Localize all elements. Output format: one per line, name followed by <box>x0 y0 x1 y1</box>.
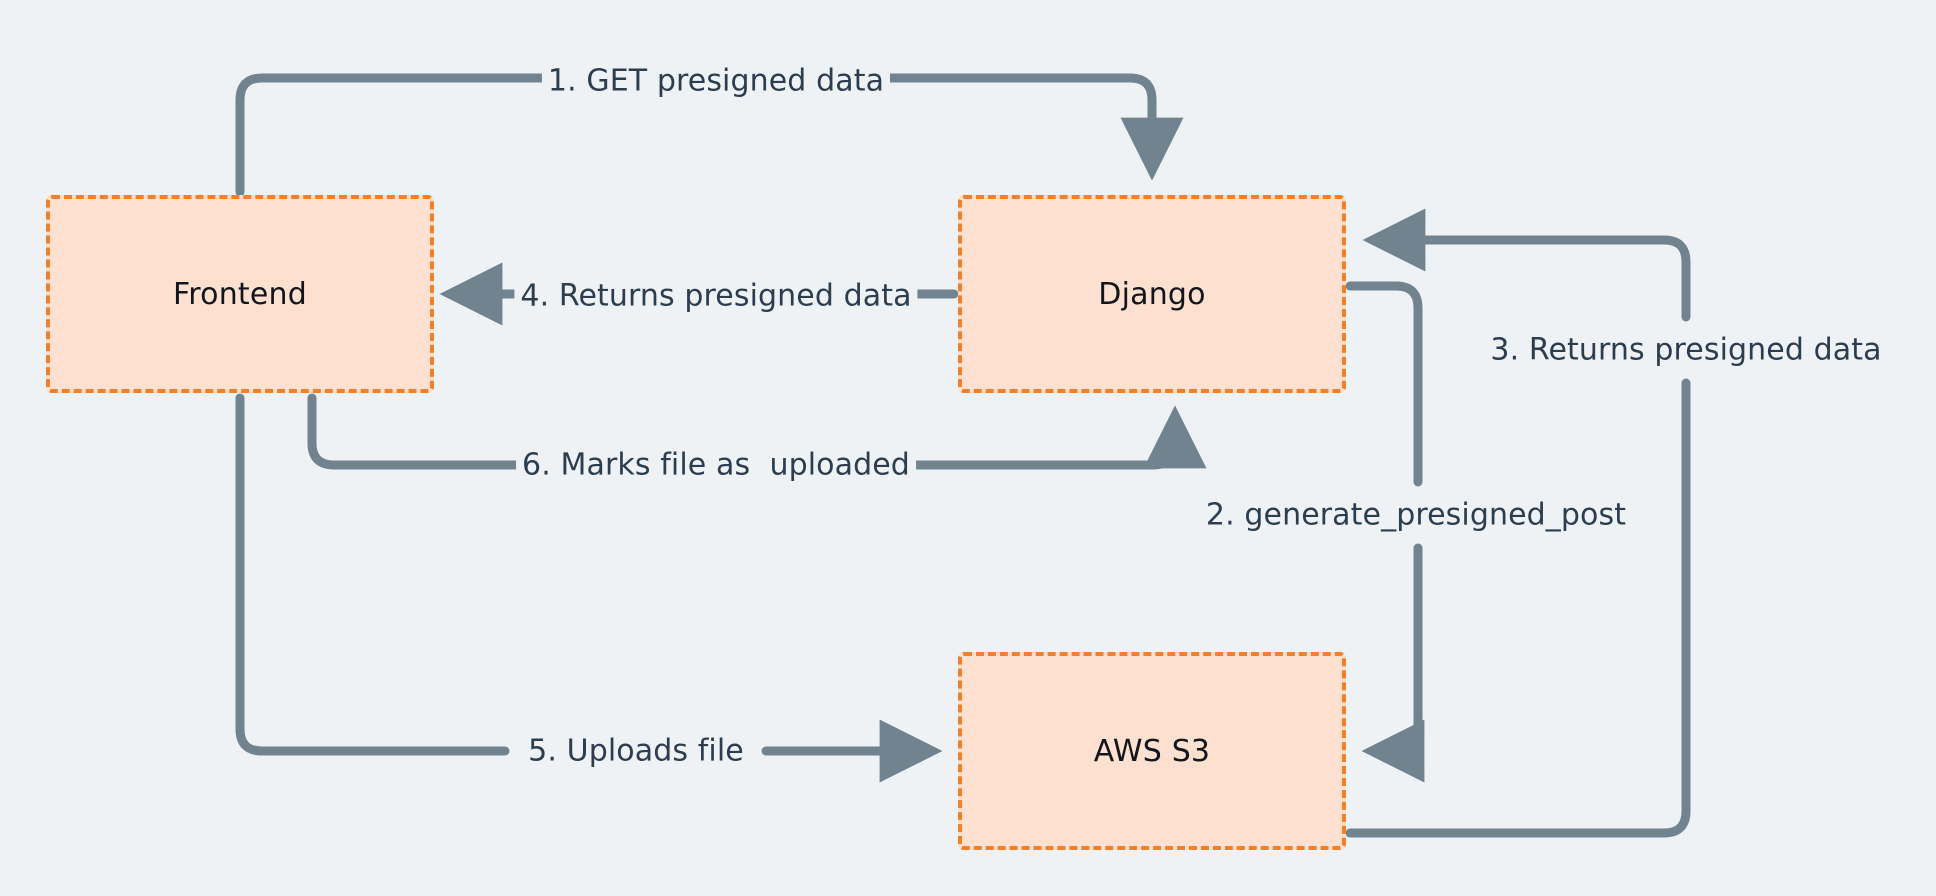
node-aws-s3[interactable]: AWS S3 <box>958 652 1346 850</box>
edge-path-5 <box>235 393 930 751</box>
edge-label-1: 1. GET presigned data <box>541 64 891 98</box>
edge-path-3 <box>1350 240 1691 838</box>
edge-label-5: 5. Uploads file <box>522 734 750 768</box>
node-django[interactable]: Django <box>958 195 1346 393</box>
edge-label-6: 6. Marks file as uploaded <box>516 448 916 482</box>
edge-path-1 <box>235 73 1152 192</box>
node-aws-s3-label: AWS S3 <box>1093 733 1211 769</box>
edge-label-3: 3. Returns presigned data <box>1484 333 1888 367</box>
node-frontend-label: Frontend <box>173 276 307 312</box>
node-django-label: Django <box>1098 276 1206 312</box>
edge-label-4: 4. Returns presigned data <box>514 279 918 313</box>
edge-label-2: 2. generate_presigned_post <box>1199 498 1633 532</box>
node-frontend[interactable]: Frontend <box>46 195 434 393</box>
edge-path-6 <box>307 398 1175 465</box>
